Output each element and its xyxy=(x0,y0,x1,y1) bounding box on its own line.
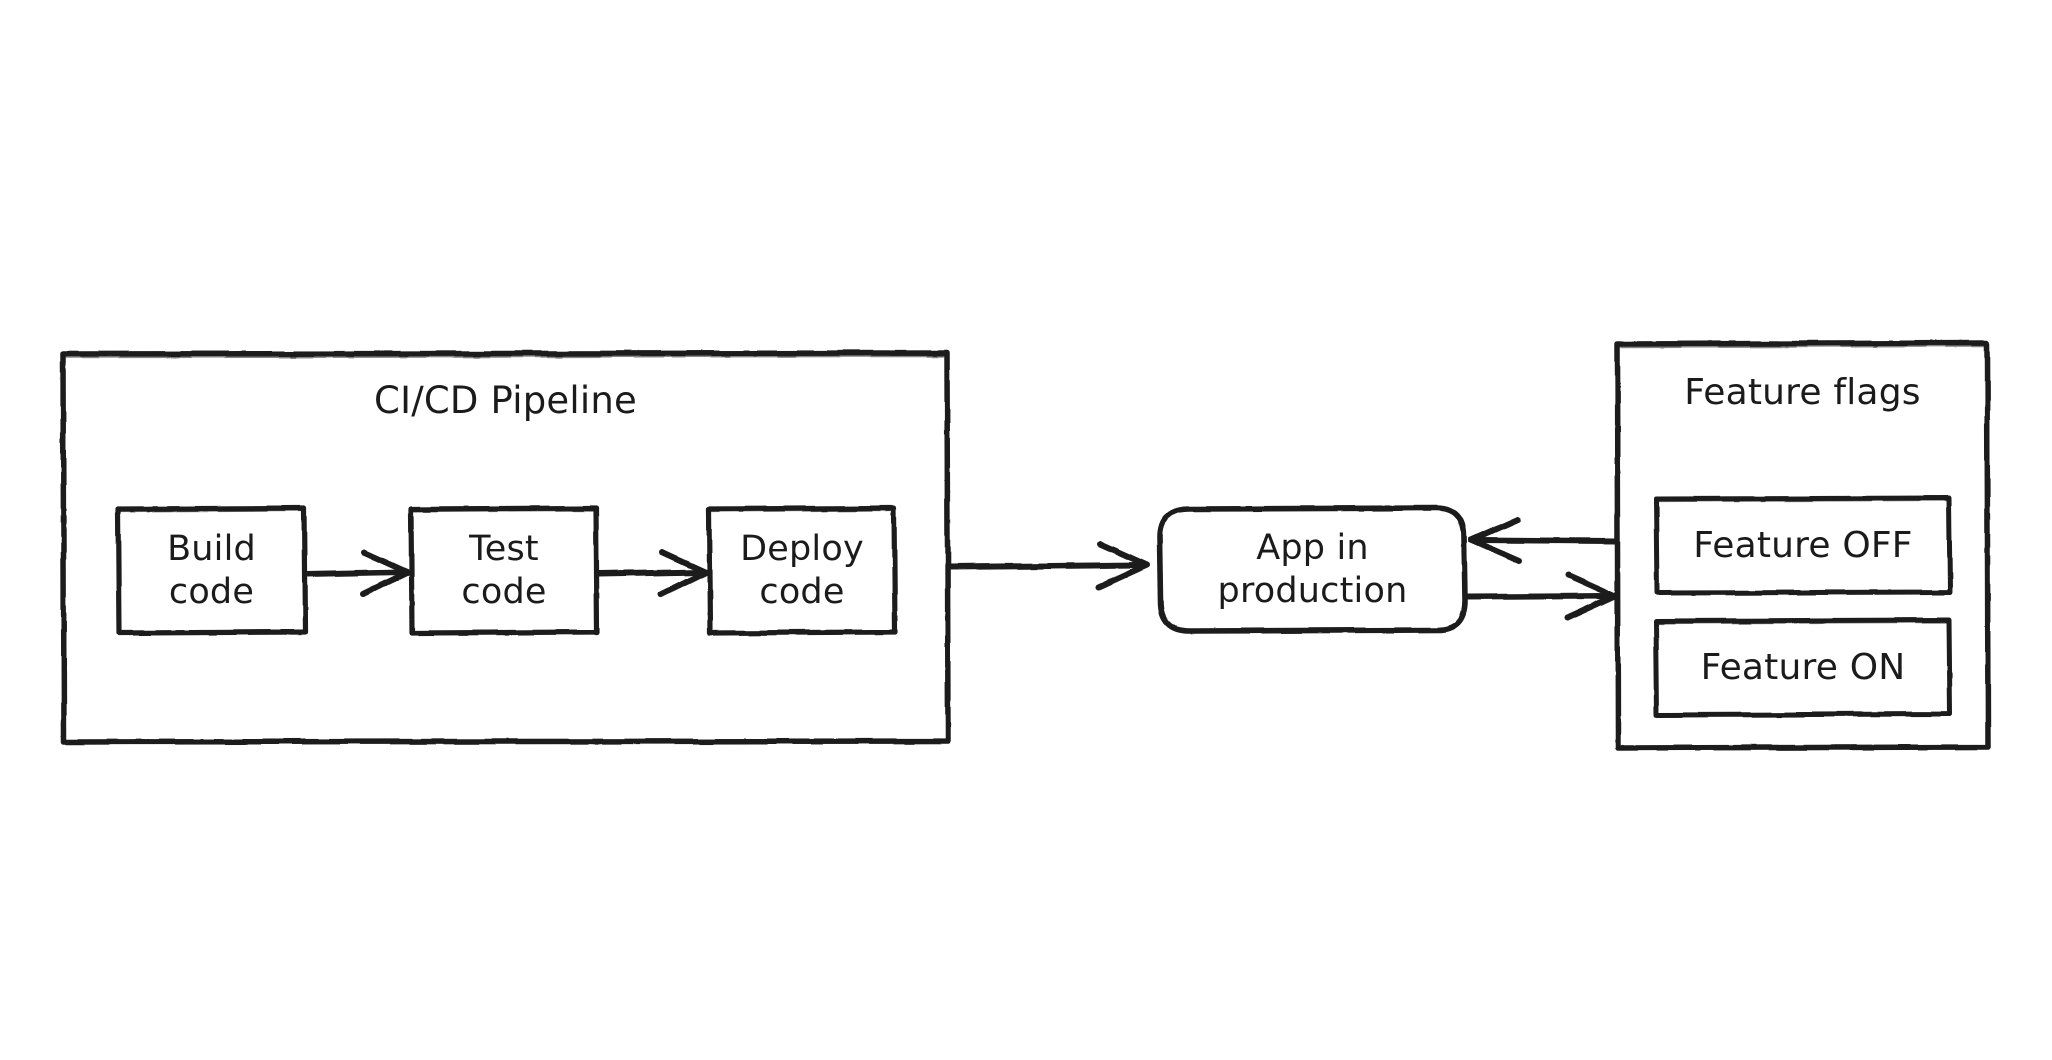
arrow-build-to-test xyxy=(303,549,411,597)
arrow-test-to-deploy xyxy=(596,549,709,597)
feature-off-border xyxy=(1653,495,1953,596)
deploy-step-border xyxy=(706,505,898,636)
app-node-border xyxy=(1157,505,1468,634)
pipeline-group-border xyxy=(60,350,951,745)
arrow-flags-to-app xyxy=(1468,516,1619,564)
feature-on-border xyxy=(1653,617,1953,718)
test-step-border xyxy=(408,505,600,636)
build-step-border xyxy=(115,505,308,636)
arrow-pipeline-to-app xyxy=(947,541,1150,590)
arrow-app-to-flags xyxy=(1465,572,1618,621)
feature-flags-group-border xyxy=(1614,340,1991,751)
